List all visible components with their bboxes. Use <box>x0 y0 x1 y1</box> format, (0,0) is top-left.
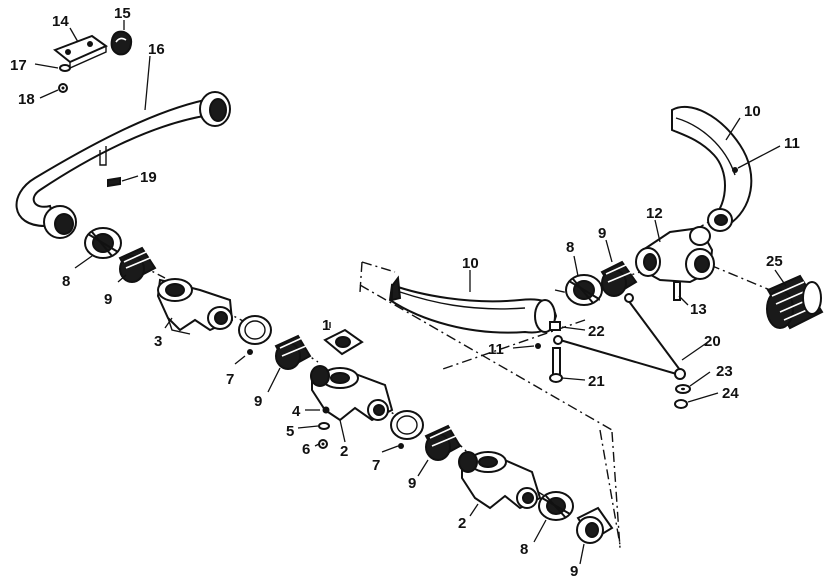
part-4-nut <box>322 406 330 414</box>
callout-16: 16 <box>148 41 165 58</box>
callout-8-lower: 8 <box>520 541 528 558</box>
part-9-sleeve-lower <box>424 424 462 461</box>
callout-9-bottom: 9 <box>570 563 578 580</box>
callout-6: 6 <box>302 441 310 458</box>
callout-10-centre: 10 <box>462 255 479 272</box>
callout-15: 15 <box>114 5 131 22</box>
part-10-curved-tube <box>388 275 558 334</box>
callout-11-centre: 11 <box>488 341 504 358</box>
callout-2-lower: 2 <box>458 515 466 532</box>
callout-7-right: 7 <box>372 457 380 474</box>
leader-lines <box>34 20 787 565</box>
callout-9-left: 9 <box>104 291 112 308</box>
callout-7-left: 7 <box>226 371 234 388</box>
callout-18: 18 <box>18 91 35 108</box>
callout-19: 19 <box>140 169 157 186</box>
callout-9-mid: 9 <box>254 393 262 410</box>
part-6-screw <box>318 439 328 449</box>
callout-21: 21 <box>588 373 605 390</box>
part-1-gasket <box>323 322 364 356</box>
callout-8-left: 8 <box>62 273 70 290</box>
callout-17: 17 <box>10 57 27 74</box>
part-8-clamp-left <box>84 227 122 259</box>
callout-20: 20 <box>704 333 721 350</box>
callout-11-upper: 11 <box>784 135 800 152</box>
part-13-pin <box>673 281 681 301</box>
part-11-screw-centre <box>535 343 541 349</box>
callout-3: 3 <box>154 333 162 350</box>
part-8-clamp-right <box>565 274 603 306</box>
callout-9-right: 9 <box>598 225 606 242</box>
part-9-sleeve-mid <box>274 334 312 370</box>
part-18-screw <box>58 83 68 93</box>
part-5-washer <box>318 422 330 430</box>
part-9-sleeve-right <box>600 260 638 297</box>
part-12-tee <box>635 226 715 284</box>
part-20-link-rod <box>553 293 686 380</box>
part-17-washer <box>59 64 71 72</box>
part-25-coupling <box>766 274 824 330</box>
callout-13: 13 <box>690 301 707 318</box>
callout-8-right: 8 <box>566 239 574 256</box>
part-24-washer <box>674 399 688 409</box>
part-21-bolt <box>549 347 563 383</box>
callout-22: 22 <box>588 323 605 340</box>
part-7-band-left <box>238 315 272 355</box>
callout-23: 23 <box>716 363 733 380</box>
callout-10-upper: 10 <box>744 103 761 120</box>
part-9-sleeve-bottom <box>576 506 614 544</box>
callout-4: 4 <box>292 403 301 420</box>
callout-24: 24 <box>722 385 739 402</box>
callout-5: 5 <box>286 423 294 440</box>
part-19-pin <box>107 176 121 188</box>
part-2-fitting-upper <box>310 365 394 422</box>
part-3-fitting <box>156 278 234 335</box>
callout-2-upper: 2 <box>340 443 348 460</box>
part-16-tube <box>15 91 231 239</box>
part-15-clip <box>110 30 133 56</box>
part-7-band-right <box>390 410 424 449</box>
callout-1: 1 <box>322 317 330 334</box>
part-14-bracket <box>53 34 109 70</box>
part-23-washer <box>675 384 691 394</box>
callout-14: 14 <box>52 13 69 30</box>
callout-12: 12 <box>646 205 663 222</box>
callout-25: 25 <box>766 253 783 270</box>
callout-labels: 14 15 16 17 18 19 8 9 3 7 9 1 4 5 6 2 7 … <box>10 5 800 580</box>
part-8-clamp-lower <box>538 491 574 521</box>
part-2-fitting-lower <box>458 451 542 510</box>
part-22-nut <box>549 321 561 331</box>
callout-9-lower: 9 <box>408 475 416 492</box>
part-9-sleeve-left <box>118 246 157 283</box>
part-10-elbow-tube <box>671 105 753 232</box>
